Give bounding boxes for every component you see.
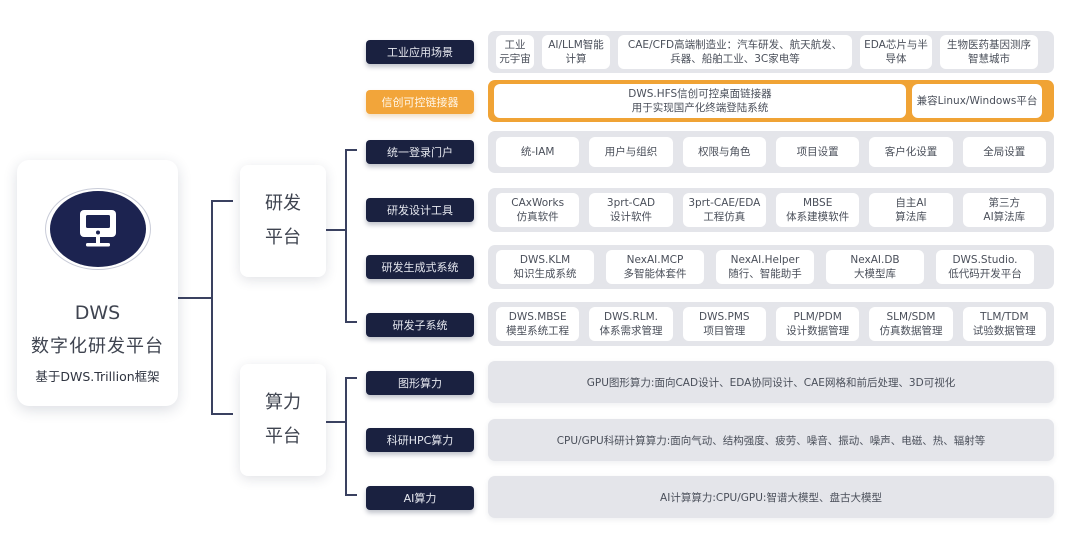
chip-eda: EDA芯片与半导体 xyxy=(860,35,932,69)
connector-platform-bracket xyxy=(211,200,213,414)
compute-platform-line2: 平台 xyxy=(265,426,301,447)
connector-compute-out xyxy=(326,421,346,423)
row-graphics-compute: GPU图形算力:面向CAD设计、EDA协同设计、CAE网格和前后处理、3D可视化 xyxy=(488,361,1054,403)
connector-rd-bottom xyxy=(345,321,357,323)
monitor-icon xyxy=(79,210,116,247)
chip-bio-smartcity: 生物医药基因测序智慧城市 xyxy=(940,35,1038,69)
connector-compute-tick xyxy=(211,413,233,415)
connector-compute-bottom xyxy=(345,494,357,496)
connector-rd-bracket xyxy=(345,149,347,322)
compute-platform-card: 算力 平台 xyxy=(240,364,326,476)
row-industry-scenarios: 工业元宇宙 AI/LLM智能计算 CAE/CFD高端制造业：汽车研发、航天航发、… xyxy=(488,31,1054,73)
connector-compute-bracket xyxy=(345,377,347,495)
label-industry-scenarios: 工业应用场景 xyxy=(366,40,474,64)
connector-compute-top xyxy=(345,377,357,379)
root-framework: 基于DWS.Trillion框架 xyxy=(35,369,160,384)
rd-platform-line2: 平台 xyxy=(265,227,301,248)
root-title: DWS xyxy=(74,302,121,324)
label-rd-subsystems: 研发子系统 xyxy=(366,313,474,337)
label-xinchuang-connector: 信创可控链接器 xyxy=(366,90,474,114)
row-ai-compute: AI计算算力:CPU/GPU:智谱大模型、盘古大模型 xyxy=(488,476,1054,518)
connector-root xyxy=(178,297,212,299)
row-unified-login: 统-IAM 用户与组织 权限与角色 项目设置 客户化设置 全局设置 xyxy=(488,131,1054,173)
label-unified-login: 统一登录门户 xyxy=(366,140,474,164)
chip-cae-cfd: CAE/CFD高端制造业：汽车研发、航天航发、兵器、船舶工业、3C家电等 xyxy=(618,35,852,69)
rd-platform-card: 研发 平台 xyxy=(240,165,326,277)
label-hpc-compute: 科研HPC算力 xyxy=(366,428,474,452)
chip-global-settings: 全局设置 xyxy=(962,137,1046,167)
chip-custom-settings: 客户化设置 xyxy=(869,137,953,167)
label-ai-compute: AI算力 xyxy=(366,486,474,510)
root-logo xyxy=(44,188,151,270)
chip-roles: 权限与角色 xyxy=(682,137,766,167)
root-platform-card: DWS 数字化研发平台 基于DWS.Trillion框架 xyxy=(17,160,178,406)
root-subtitle: 数字化研发平台 xyxy=(31,336,164,357)
chip-dws-rlm: DWS.RLM.体系需求管理 xyxy=(589,307,673,341)
label-rd-generative: 研发生成式系统 xyxy=(366,255,474,279)
row-xinchuang-connector: DWS.HFS信创可控桌面链接器用于实现国产化终端登陆系统 兼容Linux/Wi… xyxy=(488,80,1054,122)
compute-platform-line1: 算力 xyxy=(265,392,301,413)
rd-platform-line1: 研发 xyxy=(265,193,301,214)
chip-dws-studio: DWS.Studio.低代码开发平台 xyxy=(936,250,1034,284)
ai-compute-text: AI计算算力:CPU/GPU:智谱大模型、盘古大模型 xyxy=(660,491,882,504)
row-hpc-compute: CPU/GPU科研计算算力:面向气动、结构强度、疲劳、噪音、振动、噪声、电磁、热… xyxy=(488,419,1054,461)
chip-users-org: 用户与组织 xyxy=(589,137,673,167)
chip-iam: 统-IAM xyxy=(496,137,580,167)
label-rd-design-tools: 研发设计工具 xyxy=(366,198,474,222)
label-graphics-compute: 图形算力 xyxy=(366,371,474,395)
connector-rd-tick xyxy=(211,200,233,202)
chip-project-settings: 项目设置 xyxy=(775,137,860,167)
chip-ai-llm: AI/LLM智能计算 xyxy=(542,35,610,69)
chip-industrial-metaverse: 工业元宇宙 xyxy=(496,35,534,69)
connector-rd-top xyxy=(345,149,357,151)
hpc-compute-text: CPU/GPU科研计算算力:面向气动、结构强度、疲劳、噪音、振动、噪声、电磁、热… xyxy=(556,434,986,447)
chip-linux-windows: 兼容Linux/Windows平台 xyxy=(912,84,1042,118)
connector-rd-out xyxy=(326,229,346,231)
graphics-compute-text: GPU图形算力:面向CAD设计、EDA协同设计、CAE网格和前后处理、3D可视化 xyxy=(586,376,956,389)
chip-dws-hfs: DWS.HFS信创可控桌面链接器用于实现国产化终端登陆系统 xyxy=(494,84,906,118)
